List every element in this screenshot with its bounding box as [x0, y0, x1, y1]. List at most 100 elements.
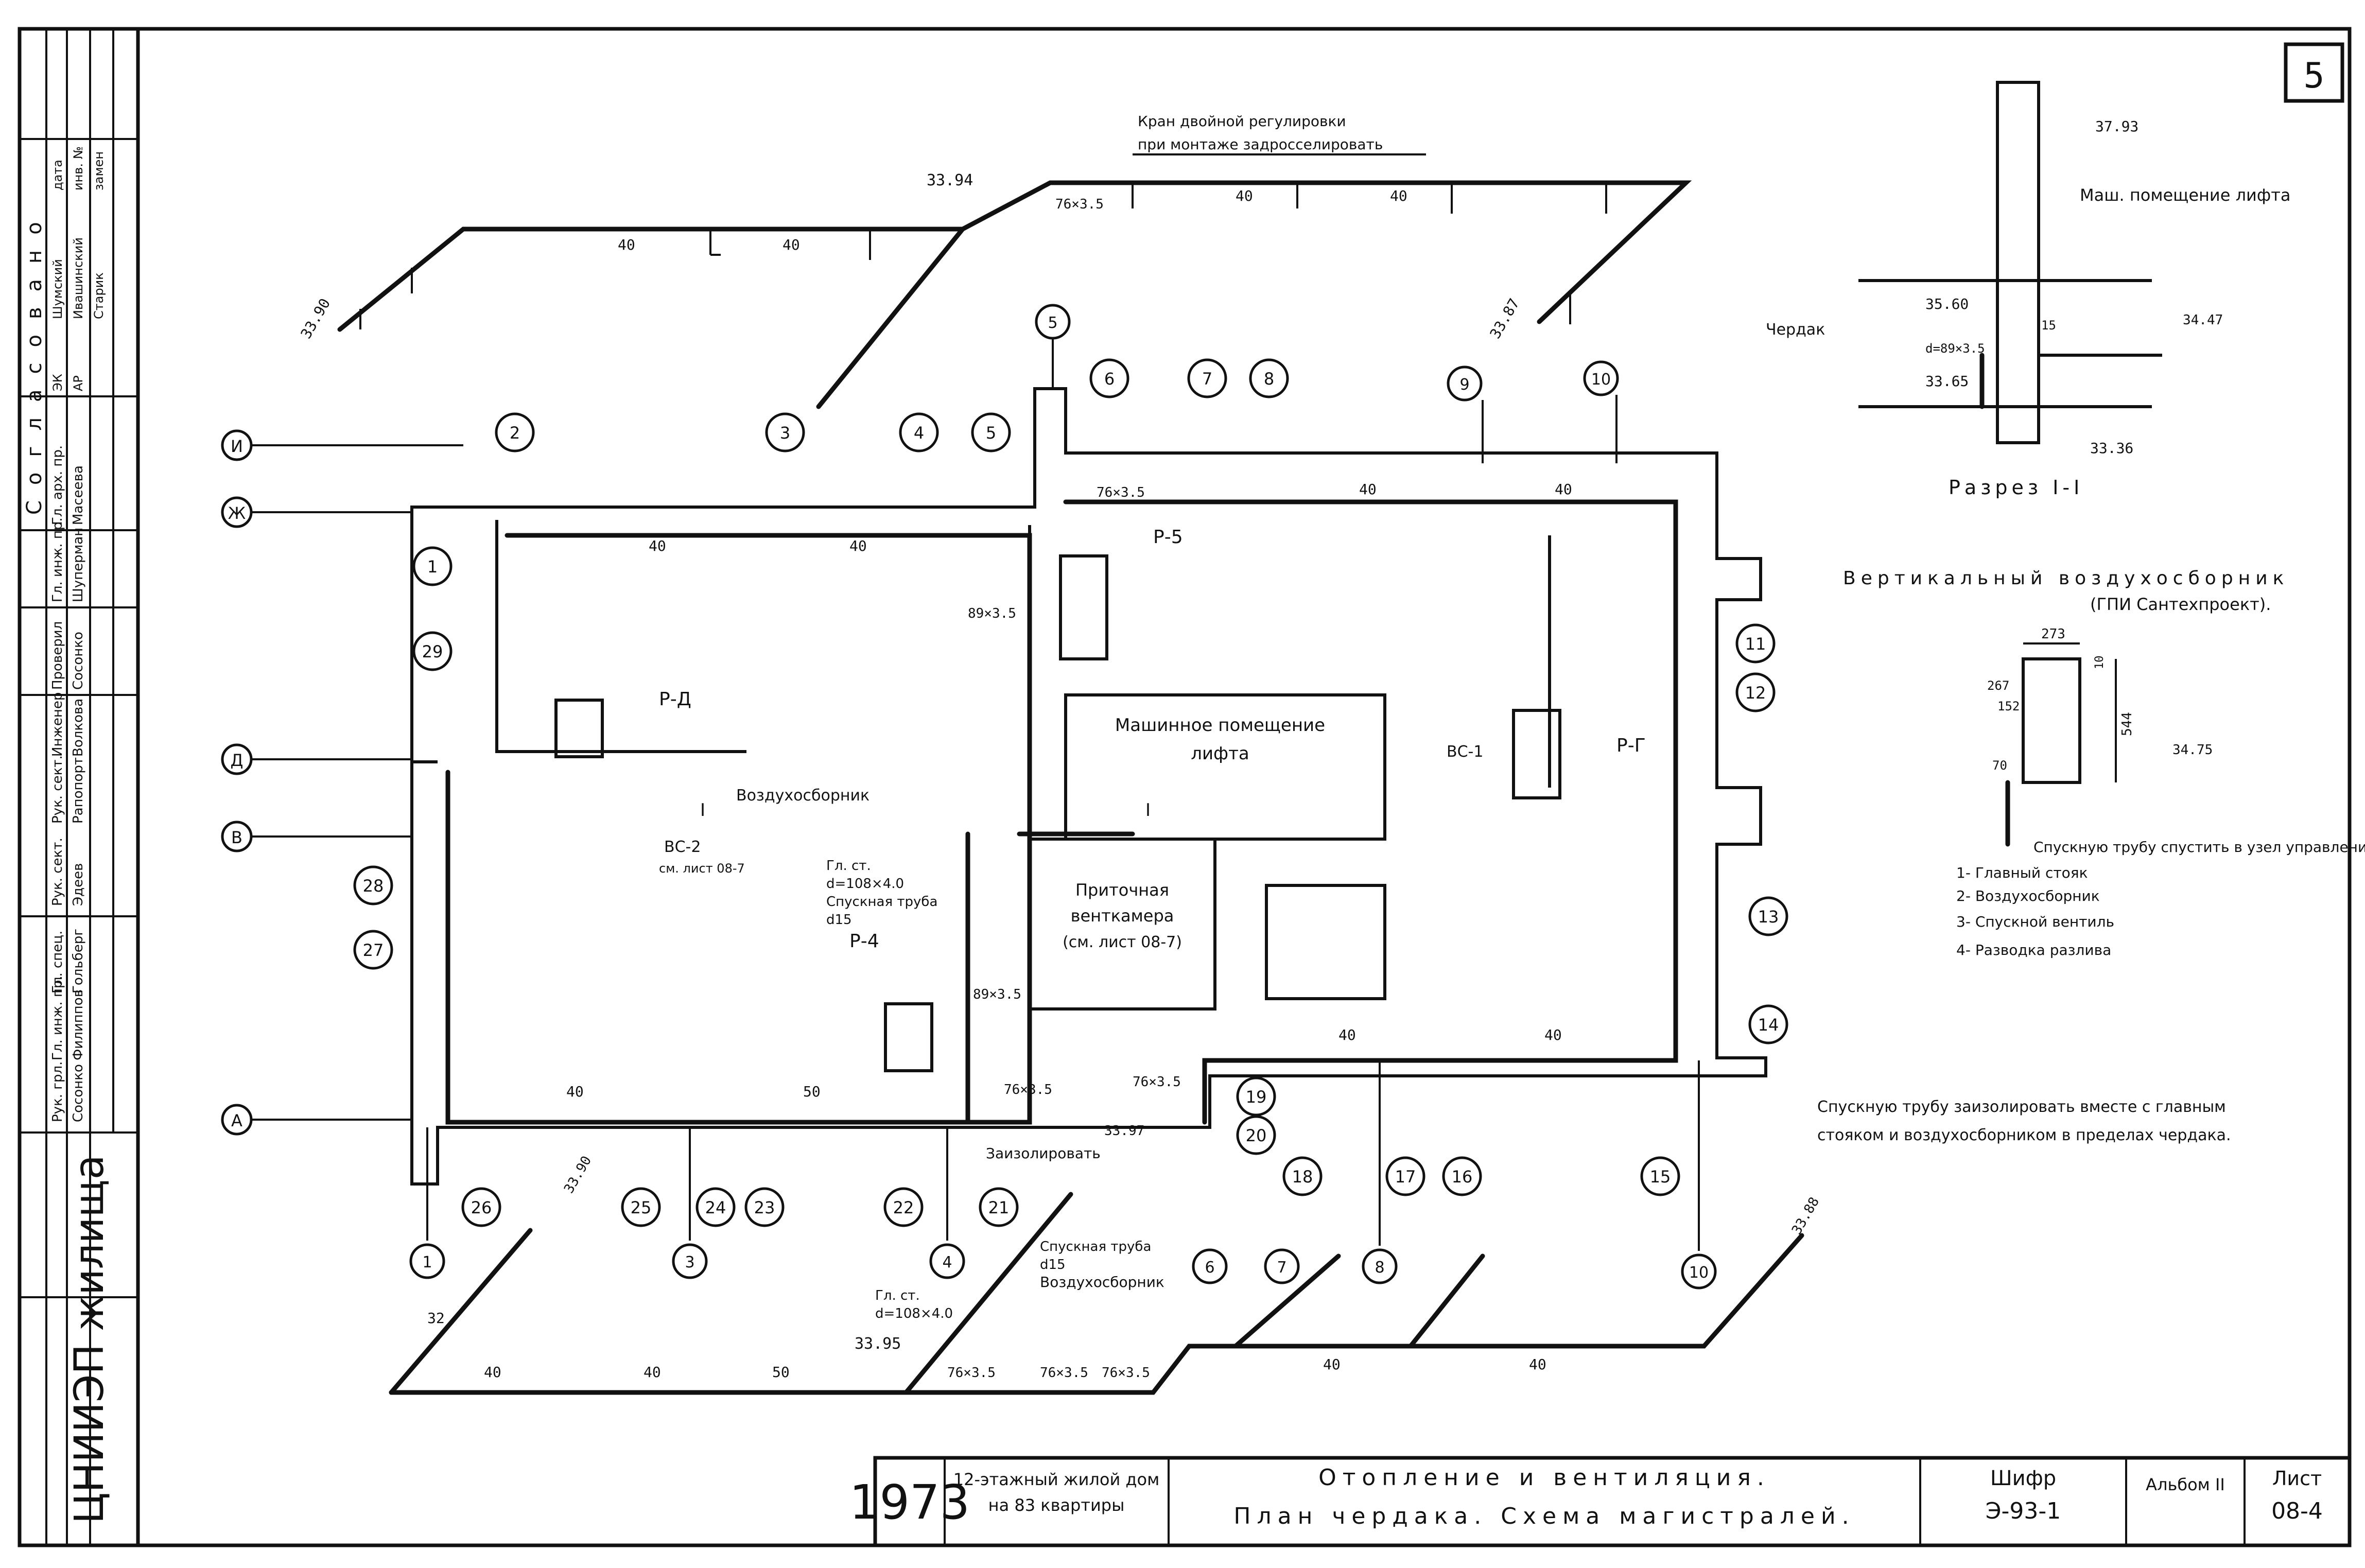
- pipe-size-label: 76×3.5: [1004, 1082, 1052, 1097]
- axis-letter: Д: [231, 751, 244, 770]
- air-collector-bottom: Воздухосборник: [1040, 1274, 1164, 1291]
- stamp-row-2-name: Филиппов: [71, 989, 86, 1060]
- section-detail: Маш. помещение лифта Чердак 37.93 35.60 …: [1766, 81, 2290, 499]
- axis-number: 5: [1048, 314, 1057, 332]
- room-number: 16: [1452, 1167, 1473, 1187]
- room-number: 15: [1650, 1167, 1671, 1187]
- drawing-frame: [136, 27, 2352, 1547]
- stamp-row-9-role: Гл. арх. пр.: [50, 445, 65, 525]
- pipe-size-label: 40: [1390, 187, 1407, 204]
- stamp-row-2-role: Гл. инж. пр.: [50, 975, 65, 1060]
- stamp-row-7-role: Проверил: [50, 621, 65, 690]
- stamp-org: ЦНИИЭП жилища: [66, 1155, 113, 1524]
- room-number: 12: [1745, 683, 1766, 703]
- vs1-label: ВС-1: [1447, 743, 1483, 761]
- room-number: 11: [1745, 634, 1766, 654]
- section-title: Разрез I-I: [1949, 476, 2083, 499]
- main-riser-bottom-1: Гл. ст.: [875, 1288, 920, 1303]
- pipe-size-label: 40: [484, 1364, 501, 1381]
- elevation-mark: 33.95: [855, 1335, 901, 1353]
- pipe-size-label: 76×3.5: [1040, 1365, 1088, 1381]
- axis-number: 10: [1689, 1264, 1709, 1282]
- stamp-row-1-role: Рук. грл.: [50, 1061, 65, 1122]
- pipe-size-label: 40: [644, 1364, 661, 1381]
- approval-row-3: Шумский: [50, 259, 65, 319]
- pipe-size-label: 40: [1236, 187, 1253, 204]
- pipe-size-label: 32: [427, 1310, 445, 1327]
- air-collector-detail: Вертикальный воздухосборник (ГПИ Сантехп…: [1843, 568, 2365, 959]
- elevation-mark: 33.90: [297, 295, 334, 342]
- room-number: 7: [1202, 369, 1212, 389]
- collector-dim-10: 10: [2093, 656, 2106, 670]
- room-number: 1: [427, 557, 438, 577]
- approval-row-1: ЭК: [50, 374, 65, 391]
- main-riser-label-2: d=108×4.0: [826, 876, 904, 892]
- valve-note-1: Кран двойной регулировки: [1138, 113, 1346, 130]
- axis-number: 9: [1459, 376, 1469, 394]
- drain-pipe-label-1: Спускная труба: [826, 894, 937, 910]
- title-sheet-label: Лист: [2272, 1467, 2322, 1490]
- stamp-row-3-name: Гольберг: [71, 929, 86, 994]
- room-number: 18: [1292, 1167, 1313, 1187]
- collector-legend-4: 4- Разводка разлива: [1956, 942, 2111, 959]
- machine-room-label-1: Машинное помещение: [1115, 715, 1325, 736]
- room-number: 19: [1246, 1087, 1267, 1107]
- stamp-row-8-name: Шуперман: [71, 528, 86, 602]
- valve-note-2: при монтаже задросселировать: [1138, 136, 1383, 153]
- axis-numbers-bottom: 1 3 4 6 7 8 10: [409, 1060, 1717, 1290]
- section-elev-3: 33.65: [1925, 373, 1969, 390]
- outer-frame: [18, 27, 2352, 1547]
- room-number: 24: [705, 1198, 726, 1217]
- pipe-size-label: 40: [1555, 481, 1572, 498]
- stamp-approval-header: Согласовано: [23, 206, 46, 515]
- stamp-row-1-name: Сосонко: [71, 1064, 86, 1122]
- stamp-row-9-name: Масеева: [71, 465, 86, 525]
- floor-plan: Машинное помещение лифта Приточная вентк…: [221, 304, 1788, 1290]
- stamp-row-4-name: Эдеев: [71, 863, 86, 906]
- room-number: 4: [914, 423, 924, 443]
- title-code-label: Шифр: [1990, 1467, 2056, 1490]
- room-number: 5: [986, 423, 996, 443]
- vs2-label: ВС-2: [664, 838, 701, 856]
- room-number: 21: [988, 1198, 1010, 1217]
- room-number: 23: [754, 1198, 775, 1217]
- section-label-attic: Чердак: [1766, 321, 1825, 339]
- left-stamp: ЦНИИЭП жилища Согласовано Рук. грл. Сосо…: [20, 29, 138, 1545]
- drain-pipe-bottom-2: d15: [1040, 1257, 1066, 1273]
- supply-chamber-label-3: (см. лист 08-7): [1063, 933, 1182, 951]
- title-album: Альбом II: [2146, 1475, 2225, 1494]
- stamp-row-7-name: Сосонко: [71, 632, 86, 690]
- general-note-1: Спускную трубу заизолировать вместе с гл…: [1817, 1098, 2226, 1116]
- title-sheet-value: 08-4: [2271, 1498, 2323, 1524]
- axis-letter: И: [231, 437, 243, 456]
- bottom-pipe-scheme: 40 40 50 76×3.5 76×3.5 76×3.5 40 40 32 3…: [389, 1154, 1822, 1395]
- machine-room-label-2: лифта: [1191, 743, 1249, 764]
- machine-room-outline: [1064, 693, 1386, 841]
- room-number: 13: [1758, 907, 1779, 927]
- stamp-row-8-role: Гл. инж. пр.: [50, 517, 65, 602]
- collector-legend-3: 3- Спускной вентиль: [1956, 913, 2114, 930]
- sheet-number: 5: [2304, 56, 2325, 96]
- elevation-mark: 33.94: [927, 171, 973, 189]
- room-number: 3: [780, 423, 790, 443]
- pipe-size-label: 40: [782, 236, 800, 253]
- room-number: 22: [893, 1198, 914, 1217]
- room-number: 25: [631, 1198, 652, 1217]
- pipe-size-label: 40: [618, 236, 635, 253]
- room-bubbles: 1 2 3 4 5 6 7 8 11 12 13 14 15 16 17 18 …: [353, 358, 1788, 1227]
- section-label-machine: Маш. помещение лифта: [2080, 185, 2290, 205]
- stamp-col-date: дата: [50, 160, 65, 190]
- elevation-mark: 33.88: [1789, 1195, 1822, 1238]
- pipe-size-label: 76×3.5: [947, 1365, 996, 1381]
- r-g-label: Р-Г: [1616, 735, 1646, 756]
- section-elev-top: 37.93: [2095, 118, 2138, 135]
- pipe-size-label: 40: [1359, 481, 1377, 498]
- supply-chamber-label-1: Приточная: [1075, 880, 1169, 900]
- pipe-size-label: 40: [1544, 1026, 1562, 1043]
- elevation-mark: 33.97: [1104, 1123, 1144, 1139]
- section-mark-right: I: [1145, 800, 1151, 821]
- title-line-2: План чердака. Схема магистралей.: [1233, 1503, 1855, 1529]
- r-4-label: Р-4: [849, 931, 879, 952]
- axis-number: 4: [942, 1253, 952, 1271]
- axis-number: 7: [1277, 1259, 1286, 1277]
